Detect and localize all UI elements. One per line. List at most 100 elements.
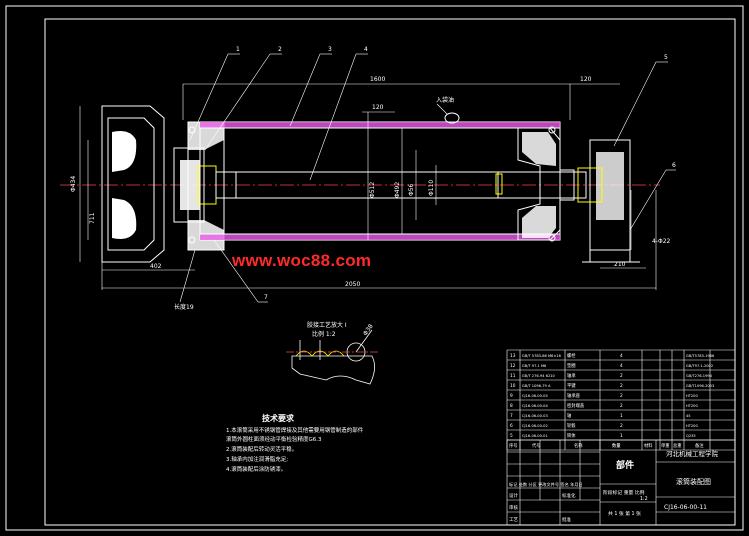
bom-qty: 2	[620, 383, 623, 389]
outer-border	[5, 5, 744, 531]
bom-no: 5	[510, 433, 513, 439]
bom-material: Q235	[686, 434, 696, 438]
dimension-lines	[79, 83, 657, 290]
balloon-6: 6	[672, 162, 676, 169]
bom-header-cell: 名称	[574, 442, 583, 449]
balloon-3: 3	[328, 46, 332, 53]
dim-492: Φ492	[394, 182, 401, 198]
bom-qty: 2	[620, 393, 623, 399]
bom-material: 45	[686, 414, 691, 418]
bom-name: 垫圈	[567, 362, 576, 369]
tb-no: CJ16-06-00-11	[664, 504, 707, 511]
bom-code: GB/T 1096-79 A	[522, 384, 551, 388]
bom-qty: 2	[620, 373, 623, 379]
bom-no: 10	[510, 383, 516, 389]
balloon-7: 7	[264, 294, 268, 301]
left-label: 长度19	[174, 303, 194, 311]
tech-line-2: 滚筒外圆柱面须经动平衡检验精度G6.3	[226, 435, 322, 443]
bom-qty: 1	[620, 433, 623, 439]
dim-512: Φ512	[369, 182, 376, 198]
tech-line-5: 4.滚筒装配后涂防锈漆。	[226, 465, 286, 473]
bom-header-cell: 序号	[509, 442, 518, 449]
bom-name: 轮毂	[567, 422, 576, 429]
dim-120-top: 120	[372, 104, 384, 111]
tb-scale: 1:2	[640, 496, 648, 502]
tb-company: 河北机械工程学院	[666, 449, 719, 458]
dim-434: Φ434	[70, 176, 77, 192]
bom-name: 密封端盖	[567, 402, 585, 409]
bom-material: GB/T276-1994	[686, 374, 713, 378]
tb-scale-row: 阶段标记 重量 比例	[603, 489, 645, 496]
tb-sign-1: 设计	[509, 492, 518, 499]
bom-no: 8	[510, 403, 513, 409]
right-hub	[517, 126, 575, 242]
tb-sheet: 共 1 张 第 1 张	[608, 510, 641, 517]
bom-qty: 4	[620, 363, 623, 369]
part-note: 入袋油	[436, 96, 454, 104]
detail-dim: Φ38	[362, 323, 375, 337]
tech-line-3: 2.滚筒装配后转动灵活平稳。	[226, 445, 297, 453]
tb-kind: 部件	[616, 459, 634, 471]
bom-header-cell: 数量	[612, 442, 621, 449]
bom-header-cell: 代号	[532, 442, 541, 449]
bom-qty: 4	[620, 353, 623, 359]
bom-header-cell: 材料	[644, 442, 653, 449]
bom-header-cell: 备注	[695, 442, 704, 449]
left-housing	[101, 105, 165, 263]
bom-no: 11	[510, 373, 516, 379]
bom-material: HT200	[686, 404, 698, 408]
bom-no: 13	[510, 353, 516, 359]
tb-row-labels: 标记 处数 分区 更改文件号 签名 年月日	[509, 481, 583, 488]
bom-material: GB/T1096-2003	[686, 384, 714, 388]
bom-name: 平键	[567, 382, 576, 389]
detail-title: 胶接工艺放大 I	[307, 321, 347, 329]
detail-view	[286, 329, 380, 385]
bom-qty: 2	[620, 423, 623, 429]
watermark: www.woc88.com	[232, 251, 372, 270]
bom-header-cell: 总重	[673, 442, 682, 449]
bom-code: GB/T 5783-86 M6×16	[522, 354, 562, 358]
tb-sign-3: 审核	[509, 504, 518, 511]
bom-code: CJ16-06-00-02	[522, 424, 548, 428]
bom-name: 筒体	[567, 432, 576, 439]
bom-material: GB/T5783-1986	[686, 354, 715, 358]
detail-scale: 比例 1:2	[312, 330, 336, 338]
bom-code: CJ16-06-00-03	[522, 414, 548, 418]
roller-assembly	[60, 105, 660, 263]
bom-table	[506, 349, 736, 451]
dim-m22: 4-Φ22	[652, 238, 671, 245]
shaft	[215, 171, 587, 199]
bom-code: CJ16-06-00-04	[522, 404, 548, 408]
bom-code: GB/T 97.1 M6	[522, 364, 547, 368]
title-block	[506, 439, 736, 526]
bom-name: 螺栓	[567, 352, 576, 359]
tech-title: 技术要求	[262, 413, 295, 423]
inner-border	[44, 18, 736, 526]
bom-code: GB/T 276-94 6210	[522, 374, 556, 378]
bom-no: 6	[510, 423, 513, 429]
dim-120-right: 120	[580, 76, 592, 83]
right-bearing-seat	[577, 139, 640, 263]
bom-material: HT200	[686, 424, 698, 428]
tb-sign-5: 批准	[562, 516, 571, 523]
balloon-2: 2	[278, 46, 282, 53]
bom-material: HT200	[686, 394, 698, 398]
dim-711: 711	[89, 212, 96, 224]
bom-code: CJ16-06-00-01	[522, 434, 548, 438]
left-hub	[173, 121, 225, 251]
dim-110: Φ110	[428, 180, 435, 196]
bom-name: 轴	[567, 412, 571, 419]
balloon-1: 1	[236, 46, 240, 53]
dim-402: 402	[150, 263, 162, 270]
bom-no: 7	[510, 413, 513, 419]
tech-line-4: 3.轴承内加注润滑脂充足;	[226, 455, 288, 463]
dim-2050: 2050	[345, 281, 360, 288]
bom-name: 轴承座	[567, 392, 581, 399]
dim-210: 210	[614, 261, 626, 268]
bom-header-cell: 单重	[661, 442, 670, 449]
drum-shell	[199, 112, 561, 241]
leader-lines	[179, 53, 676, 303]
dim-1600: 1600	[370, 76, 385, 83]
